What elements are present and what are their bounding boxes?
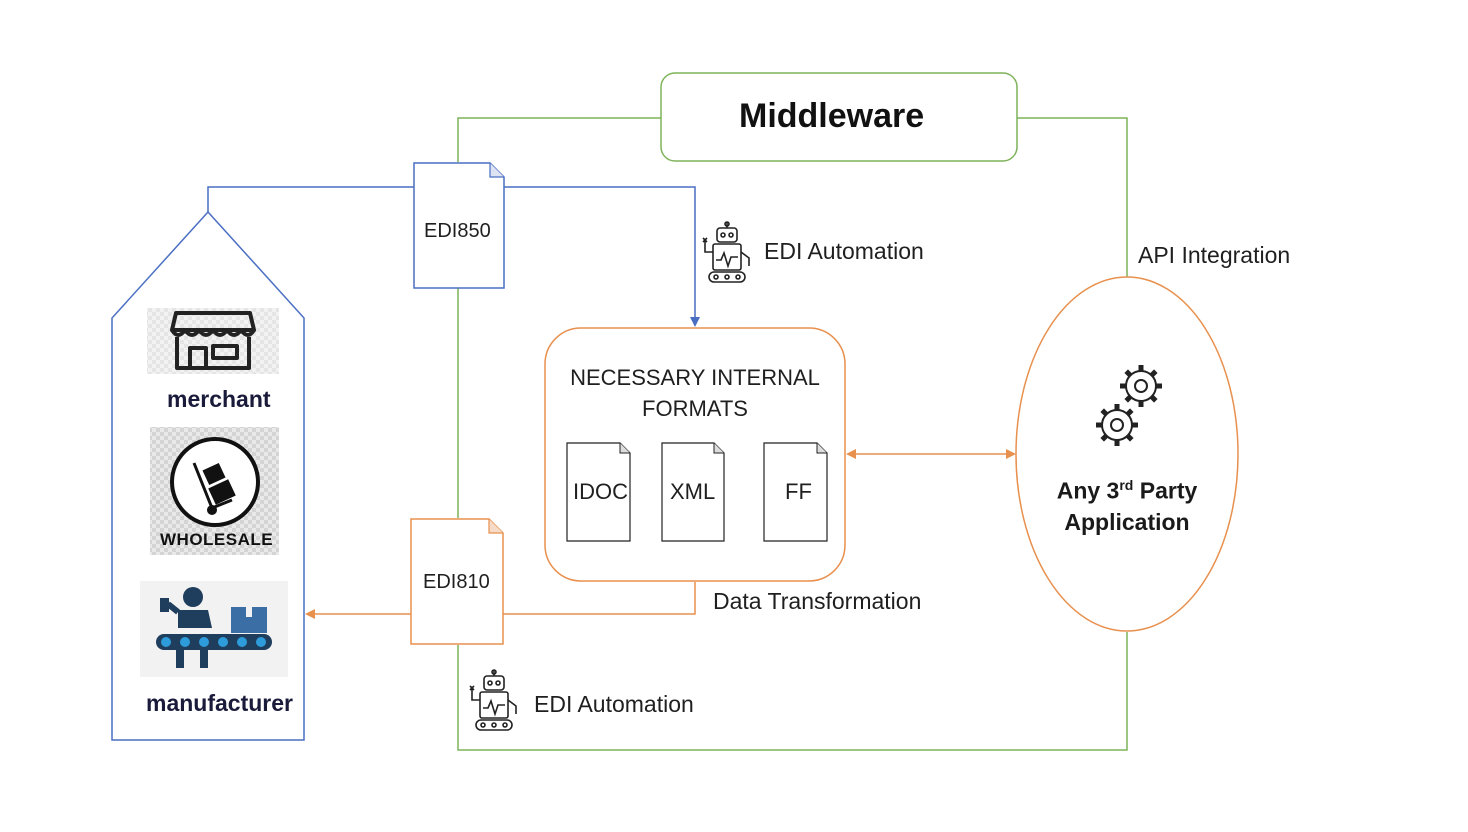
api-integration-label: API Integration <box>1138 242 1291 268</box>
partner-house-outline <box>111 210 305 741</box>
internal-formats-title: NECESSARY INTERNAL FORMATS <box>545 362 845 424</box>
xml-document-icon <box>661 442 725 542</box>
idoc-document-icon <box>566 442 631 542</box>
ff-document-icon <box>763 442 828 542</box>
third-party-line1: Any 3rd Party <box>1056 477 1198 504</box>
third-party-label: Any 3rd Party Application <box>1017 470 1237 538</box>
internal-formats-title-line2: FORMATS <box>642 396 748 421</box>
manufacturer-icon <box>140 581 288 677</box>
edi850-document-icon <box>413 162 505 289</box>
edi850-label: EDI850 <box>424 220 491 242</box>
idoc-label: IDOC <box>573 479 628 504</box>
third-party-ellipse <box>1015 276 1239 632</box>
data-transformation-label: Data Transformation <box>713 588 922 614</box>
edi810-label: EDI810 <box>423 571 490 593</box>
manufacturer-label: manufacturer <box>146 690 293 716</box>
edi-automation-bottom-label: EDI Automation <box>534 691 694 717</box>
middleware-loop <box>457 117 1128 751</box>
xml-label: XML <box>670 479 716 504</box>
third-party-line2: Application <box>1064 508 1190 535</box>
middleware-title: Middleware <box>739 97 925 135</box>
merchant-store-icon <box>147 308 279 374</box>
wholesale-label: WHOLESALE <box>160 530 274 549</box>
ff-label: FF <box>785 479 812 504</box>
internal-formats-title-line1: NECESSARY INTERNAL <box>570 365 820 390</box>
wholesale-icon <box>150 427 279 555</box>
merchant-label: merchant <box>167 386 271 412</box>
edi-automation-top-label: EDI Automation <box>764 238 924 264</box>
gears-icon <box>1096 365 1162 446</box>
robot-icon-top <box>702 221 750 283</box>
edi810-flow-line <box>305 582 696 619</box>
robot-icon-bottom <box>469 669 517 731</box>
edi810-document-icon <box>410 518 504 645</box>
middleware-box <box>660 72 1018 162</box>
edi850-flow-line <box>207 186 700 327</box>
